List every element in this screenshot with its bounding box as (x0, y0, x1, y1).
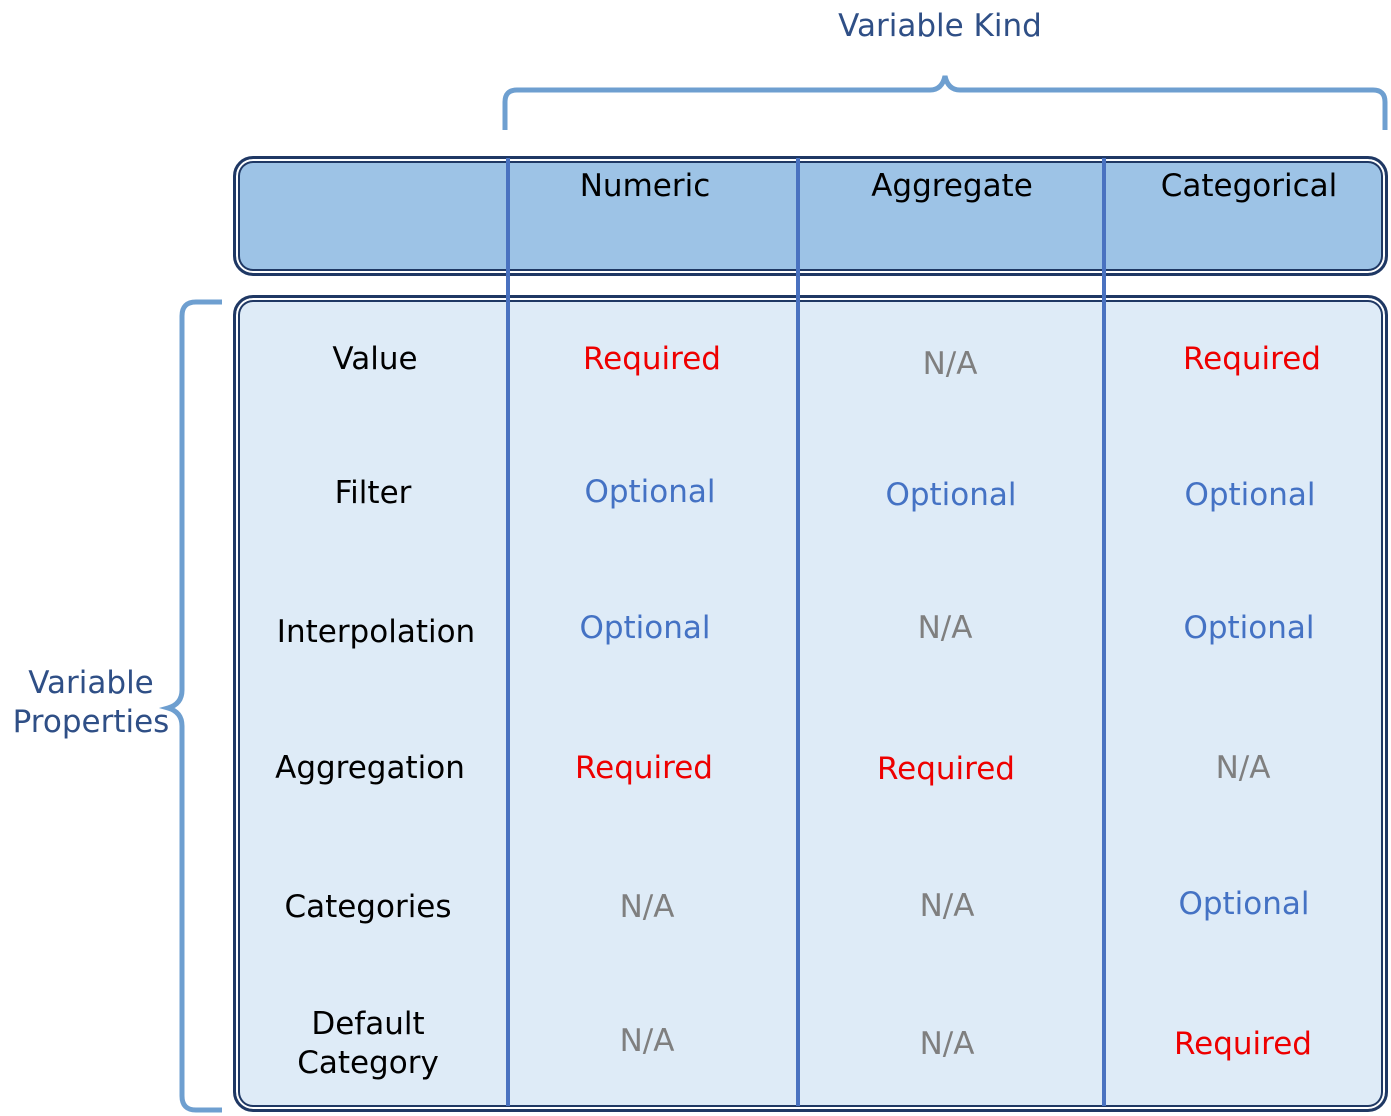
column-header-aggregate: Aggregate (871, 168, 1033, 204)
row-label-aggregation: Aggregation (275, 750, 465, 786)
cell-value-categorical: Required (1183, 341, 1321, 377)
cell-categories-aggregate: N/A (919, 888, 975, 924)
column-divider (1102, 158, 1106, 1106)
row-label-interpolation: Interpolation (276, 614, 476, 650)
cell-filter-categorical: Optional (1184, 477, 1316, 513)
cell-aggregation-numeric: Required (575, 750, 713, 786)
cell-default-category-aggregate: N/A (919, 1026, 975, 1062)
cell-interpolation-aggregate: N/A (917, 610, 973, 646)
row-label-categories: Categories (284, 889, 452, 925)
cell-default-category-categorical: Required (1174, 1026, 1312, 1062)
table-body (233, 295, 1388, 1112)
cell-interpolation-categorical: Optional (1183, 610, 1315, 646)
cell-aggregation-categorical: N/A (1215, 750, 1271, 786)
cell-default-category-numeric: N/A (619, 1023, 675, 1059)
row-label-value: Value (332, 341, 418, 377)
cell-filter-numeric: Optional (584, 474, 716, 510)
cell-categories-numeric: N/A (619, 889, 675, 925)
row-label-filter: Filter (334, 475, 412, 511)
cell-aggregation-aggregate: Required (877, 751, 1015, 787)
cell-interpolation-numeric: Optional (579, 610, 711, 646)
column-header-categorical: Categorical (1160, 168, 1338, 204)
cell-value-aggregate: N/A (922, 346, 978, 382)
row-label-default-category: Default Category (297, 1006, 439, 1081)
variable-properties-label: Variable Properties (12, 665, 170, 740)
variable-kind-title: Variable Kind (838, 8, 1042, 44)
cell-filter-aggregate: Optional (885, 477, 1017, 513)
header-row (233, 156, 1388, 276)
cell-value-numeric: Required (583, 341, 721, 377)
column-divider (506, 158, 510, 1106)
column-divider (796, 158, 800, 1106)
cell-categories-categorical: Optional (1178, 886, 1310, 922)
column-header-numeric: Numeric (579, 168, 711, 204)
